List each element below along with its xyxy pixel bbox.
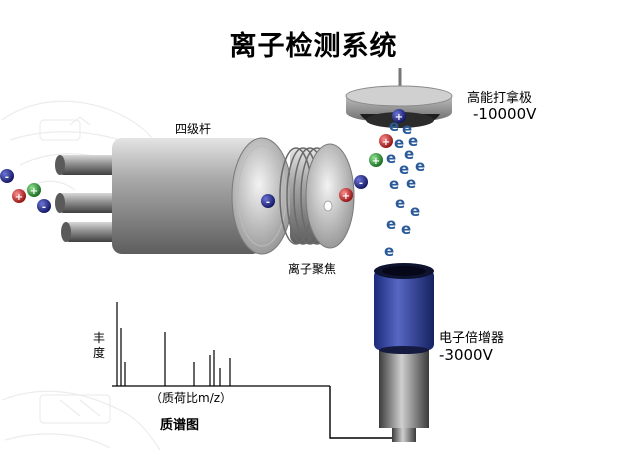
electron-multiplier: [374, 263, 434, 442]
multiplier-label: 电子倍增器: [439, 331, 505, 346]
electron: e: [402, 120, 412, 138]
svg-text:+: +: [382, 137, 390, 148]
diagram-title: 离子检测系统: [229, 31, 398, 62]
ion-negative-navy: -: [354, 175, 368, 189]
dynode-voltage: -10000V: [473, 105, 537, 123]
svg-text:+: +: [15, 192, 23, 203]
ion-negative-navy: -: [261, 194, 275, 208]
electron: e: [401, 220, 411, 238]
quadrupole-body: [112, 137, 293, 255]
electron-stream: e e e e e e e e e e e e e e e: [384, 117, 425, 260]
svg-text:-: -: [266, 197, 270, 208]
svg-text:+: +: [342, 191, 350, 202]
electron: e: [386, 215, 396, 233]
electron: e: [406, 174, 416, 192]
svg-text:-: -: [359, 178, 363, 189]
electron: e: [386, 149, 396, 167]
spectrum-y-label: 丰 度: [93, 331, 106, 360]
svg-text:-: -: [42, 202, 46, 213]
electron: e: [415, 157, 425, 175]
electron: e: [399, 160, 409, 178]
ion-positive-navy: +: [392, 109, 406, 123]
background-sketch-bottom: [1, 390, 161, 451]
ions: - + + - - + - + + +: [0, 109, 406, 213]
electron: e: [389, 117, 399, 135]
electron: e: [395, 194, 405, 212]
ion-positive-red: +: [339, 188, 353, 202]
ion-negative-navy: -: [37, 199, 51, 213]
mass-spectrum: [112, 302, 330, 387]
electron: e: [384, 242, 394, 260]
dynode-label: 高能打拿极: [467, 91, 533, 106]
ion-positive-green: +: [369, 153, 383, 167]
ion-positive-red: +: [12, 189, 26, 203]
svg-text:+: +: [395, 112, 403, 123]
quadrupole-label: 四级杆: [175, 122, 212, 136]
svg-text:+: +: [372, 156, 380, 167]
multiplier-voltage: -3000V: [439, 346, 493, 364]
spectrum-x-label: （质荷比m/z）: [150, 391, 233, 405]
electron: e: [408, 132, 418, 150]
electron: e: [389, 175, 399, 193]
signal-cable: [329, 386, 392, 439]
electron: e: [394, 134, 404, 152]
ion-focus-label: 离子聚焦: [288, 262, 337, 276]
ion-positive-green: +: [27, 183, 41, 197]
spectrum-caption: 质谱图: [160, 418, 200, 433]
svg-text:+: +: [30, 186, 38, 197]
electron: e: [404, 145, 414, 163]
ion-positive-red: +: [379, 134, 393, 148]
electron: e: [410, 202, 420, 220]
svg-text:-: -: [5, 172, 9, 183]
ion-focus-lens: [279, 143, 355, 249]
ion-negative-navy: -: [0, 169, 14, 183]
